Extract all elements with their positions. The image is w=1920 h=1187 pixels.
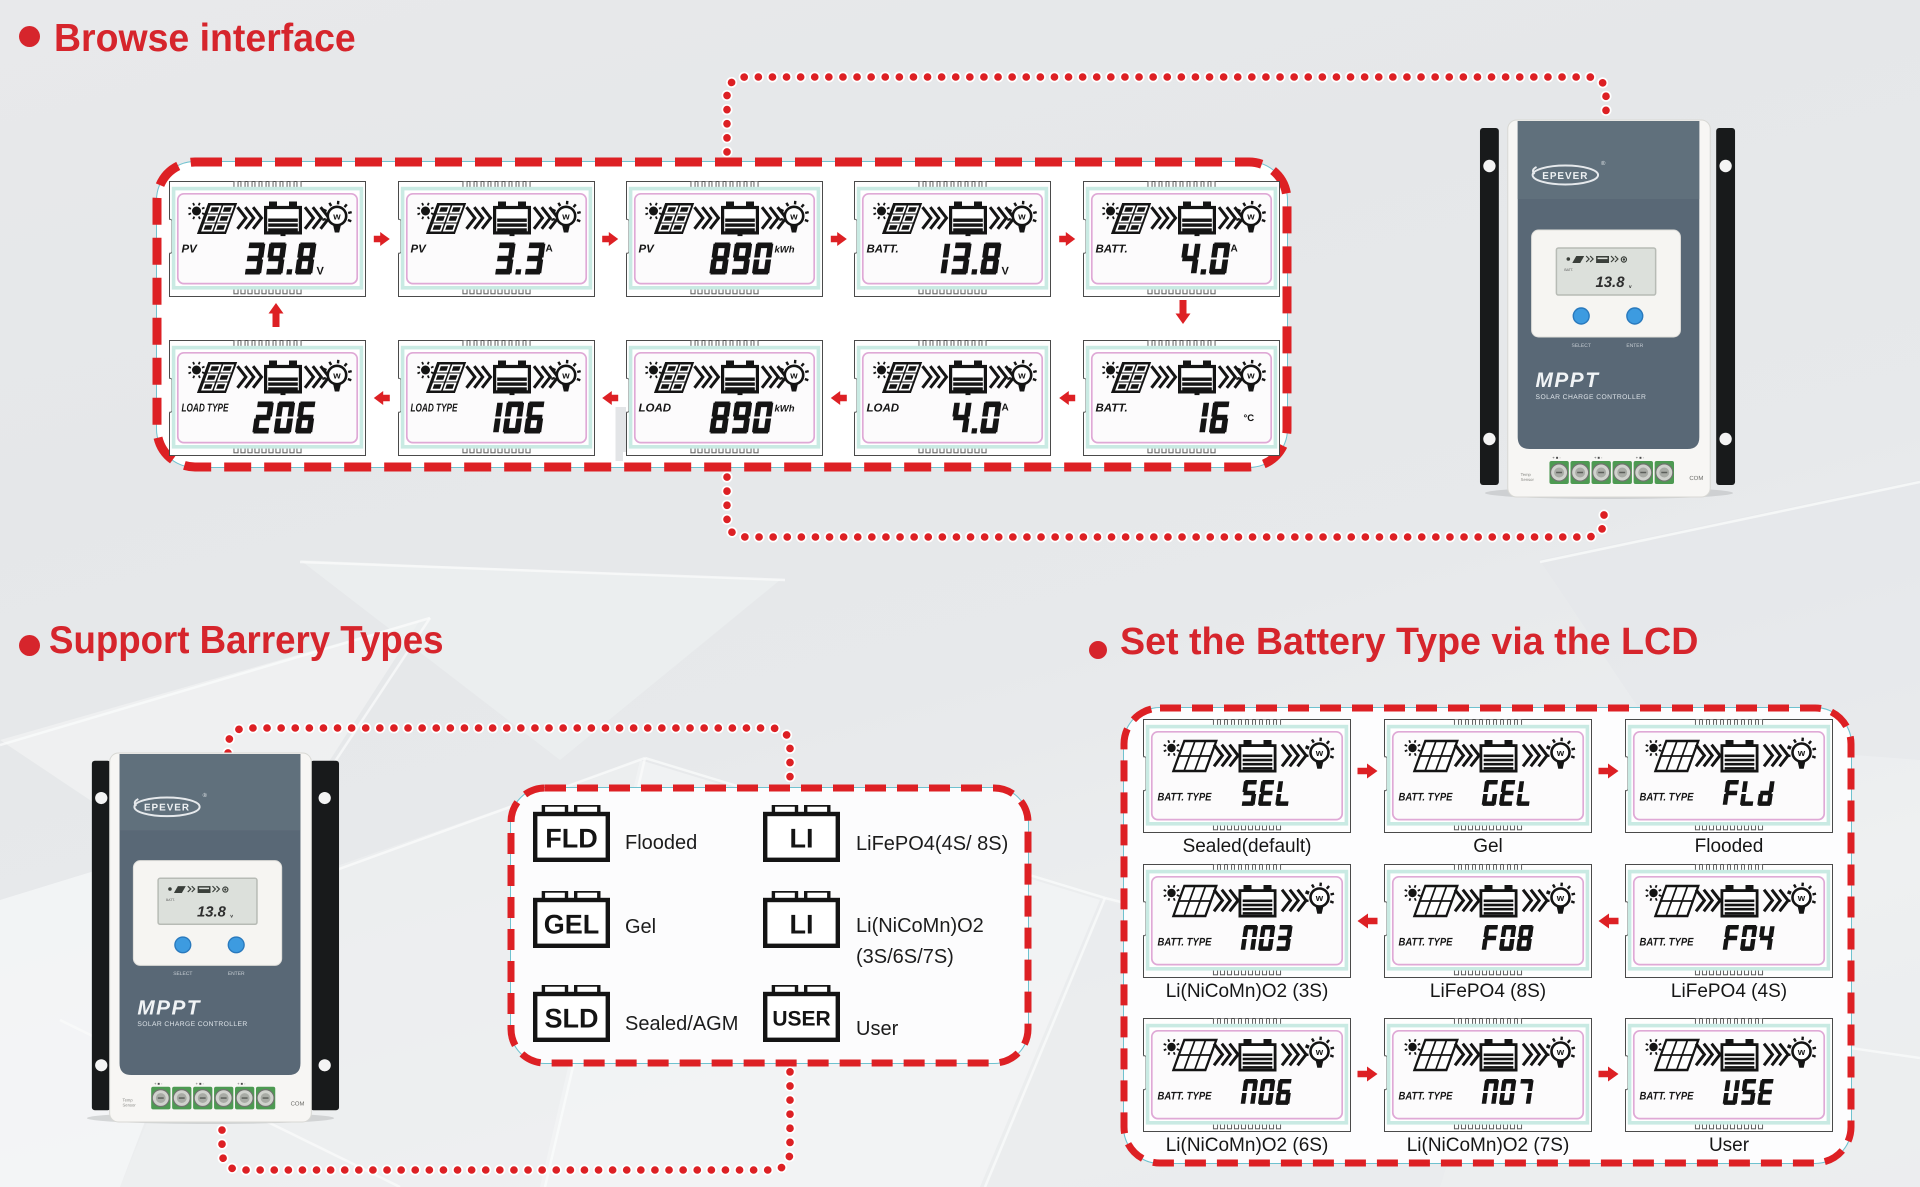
svg-text:LI: LI xyxy=(790,824,814,854)
svg-text:BATT.: BATT. xyxy=(867,244,899,256)
svg-text:BATT.: BATT. xyxy=(1096,244,1128,256)
svg-text:w: w xyxy=(332,211,341,222)
svg-text:w: w xyxy=(1017,211,1026,222)
svg-text:w: w xyxy=(1246,211,1255,222)
svg-text:A: A xyxy=(1002,403,1009,414)
svg-text:Sensor: Sensor xyxy=(123,1102,137,1107)
svg-text:SELECT: SELECT xyxy=(1572,343,1591,349)
svg-text:A: A xyxy=(1231,244,1238,255)
svg-text:w: w xyxy=(1556,748,1565,759)
svg-text:w: w xyxy=(1556,893,1565,904)
svg-text:PV: PV xyxy=(411,244,428,256)
svg-text:SLD: SLD xyxy=(545,1004,599,1034)
svg-text:SELECT: SELECT xyxy=(173,971,192,977)
svg-text:+ ■ -: + ■ - xyxy=(154,1081,163,1086)
svg-text:®: ® xyxy=(203,792,208,799)
svg-text:SOLAR CHARGE CONTROLLER: SOLAR CHARGE CONTROLLER xyxy=(137,1021,247,1028)
svg-text:+ ■ -: + ■ - xyxy=(1636,455,1645,460)
svg-text:BATT. TYPE: BATT. TYPE xyxy=(1158,1091,1213,1103)
svg-text:ENTER: ENTER xyxy=(228,971,245,977)
svg-text:ENTER: ENTER xyxy=(1626,343,1643,349)
svg-text:w: w xyxy=(789,370,798,381)
svg-text:COM: COM xyxy=(291,1101,305,1108)
svg-text:USER: USER xyxy=(772,1008,830,1031)
svg-text:Temp: Temp xyxy=(1521,472,1532,477)
svg-text:w: w xyxy=(1315,1047,1324,1058)
svg-text:BATT. TYPE: BATT. TYPE xyxy=(1158,937,1213,949)
svg-text:PV: PV xyxy=(182,244,199,256)
svg-text:BATT. TYPE: BATT. TYPE xyxy=(1158,792,1213,804)
svg-text:LOAD TYPE: LOAD TYPE xyxy=(182,403,229,415)
svg-text:FLD: FLD xyxy=(545,824,597,854)
svg-text:w: w xyxy=(1315,893,1324,904)
svg-text:w: w xyxy=(561,370,570,381)
svg-text:+ ■ -: + ■ - xyxy=(1552,455,1561,460)
svg-text:LOAD: LOAD xyxy=(867,403,900,415)
svg-text:V: V xyxy=(1002,266,1010,278)
svg-text:13.8: 13.8 xyxy=(1596,274,1626,291)
svg-text:BATT.: BATT. xyxy=(166,898,175,902)
svg-text:Sensor: Sensor xyxy=(1521,477,1535,482)
svg-text:LOAD: LOAD xyxy=(639,403,672,415)
svg-text:w: w xyxy=(1797,1047,1806,1058)
svg-text:BATT. TYPE: BATT. TYPE xyxy=(1640,1091,1695,1103)
svg-text:MPPT: MPPT xyxy=(137,997,201,1020)
svg-text:+ ■ -: + ■ - xyxy=(196,1081,205,1086)
svg-text:COM: COM xyxy=(1689,475,1703,482)
svg-text:BATT. TYPE: BATT. TYPE xyxy=(1640,937,1695,949)
svg-text:BATT. TYPE: BATT. TYPE xyxy=(1399,937,1454,949)
svg-text:BATT. TYPE: BATT. TYPE xyxy=(1399,792,1454,804)
svg-text:MPPT: MPPT xyxy=(1536,369,1601,392)
svg-text:LI: LI xyxy=(790,910,814,940)
svg-text:°C: °C xyxy=(1244,413,1255,424)
svg-text:+ ■ -: + ■ - xyxy=(237,1081,246,1086)
svg-text:13.8: 13.8 xyxy=(197,904,227,921)
svg-text:w: w xyxy=(561,211,570,222)
svg-text:PV: PV xyxy=(639,244,656,256)
svg-text:EPEVER: EPEVER xyxy=(1542,171,1588,182)
svg-text:kWh: kWh xyxy=(775,404,795,415)
svg-text:w: w xyxy=(332,370,341,381)
svg-text:SOLAR CHARGE CONTROLLER: SOLAR CHARGE CONTROLLER xyxy=(1536,394,1647,401)
svg-text:GEL: GEL xyxy=(544,910,600,940)
svg-text:w: w xyxy=(1797,893,1806,904)
svg-text:w: w xyxy=(1315,748,1324,759)
svg-text:kWh: kWh xyxy=(775,245,795,256)
svg-text:w: w xyxy=(1246,370,1255,381)
svg-text:BATT.: BATT. xyxy=(1096,403,1128,415)
svg-text:w: w xyxy=(1556,1047,1565,1058)
svg-text:w: w xyxy=(1797,748,1806,759)
svg-text:w: w xyxy=(1017,370,1026,381)
svg-text:BATT. TYPE: BATT. TYPE xyxy=(1640,792,1695,804)
svg-text:+ ■ -: + ■ - xyxy=(1594,455,1603,460)
svg-text:V: V xyxy=(317,266,325,278)
svg-text:Temp: Temp xyxy=(123,1098,134,1103)
svg-text:v: v xyxy=(1629,284,1632,290)
svg-text:A: A xyxy=(546,244,553,255)
svg-text:LOAD TYPE: LOAD TYPE xyxy=(411,403,458,415)
svg-text:BATT. TYPE: BATT. TYPE xyxy=(1399,1091,1454,1103)
svg-text:BATT.: BATT. xyxy=(1564,268,1573,272)
svg-text:v: v xyxy=(230,914,233,920)
svg-text:w: w xyxy=(789,211,798,222)
svg-text:EPEVER: EPEVER xyxy=(144,803,190,814)
svg-text:®: ® xyxy=(1601,160,1606,167)
